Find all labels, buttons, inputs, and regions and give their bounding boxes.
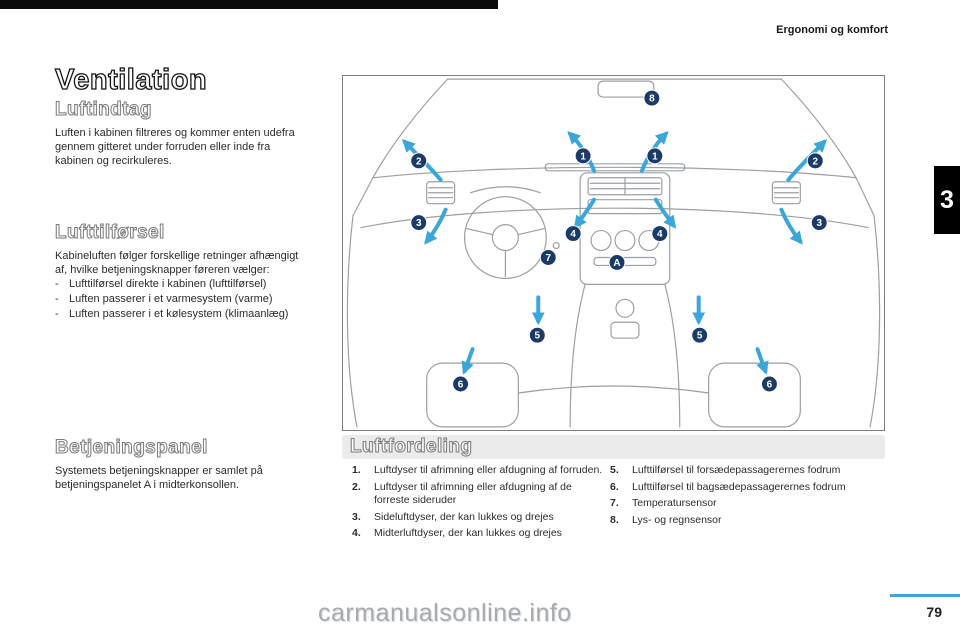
page-title: Ventilation — [54, 63, 208, 96]
list-item-number: 1. — [352, 464, 361, 476]
diagram-marker-label: 7 — [545, 253, 551, 264]
climate-knob — [590, 229, 612, 252]
diagram-marker-label: 6 — [767, 380, 773, 391]
list-item-text: Luftdyser til afrimning eller afdugning … — [374, 480, 572, 507]
section-body-luftindtag: Luften i kabinen filtreres og kommer ent… — [55, 127, 295, 167]
gear-lever — [615, 298, 635, 318]
section-heading-lufttilfoersel: Lufttilførsel — [55, 222, 165, 243]
diagram-marker-8 — [643, 89, 661, 107]
diagram-marker-1 — [646, 147, 664, 165]
list-item: 5. Lufttilførsel til forsædepassagerernes… — [610, 464, 882, 478]
page-header: Ergonomi og komfort — [776, 24, 888, 36]
diagram-marker-label: A — [613, 258, 620, 269]
diagram-marker-label: 5 — [697, 331, 703, 342]
list-item-text: Midterluftdyser, der kan lukkes og dreje… — [374, 527, 562, 539]
lufttilfoersel-bullet-list: -Lufttilførsel direkte i kabinen (luftti… — [55, 277, 307, 321]
diagram-marker-label: 1 — [652, 151, 658, 162]
diagram-marker-label: 6 — [458, 380, 464, 391]
diagram-marker-2 — [806, 152, 824, 170]
list-item-text: Luften passerer i et kølesystem (klimaan… — [69, 308, 289, 320]
diagram-marker-1 — [574, 147, 592, 165]
list-item: -Lufttilførsel direkte i kabinen (luftti… — [55, 277, 307, 291]
list-item-number: 6. — [610, 480, 619, 493]
diagram-marker-4 — [564, 225, 582, 243]
diagram-marker-3 — [410, 214, 428, 232]
diagram-marker-label: 3 — [816, 218, 822, 229]
section-betjeningspanel: Betjeningspanel Systemets betjeningsknap… — [55, 437, 307, 492]
rearview-mirror — [597, 80, 655, 98]
list-item-text: Lufttilførsel direkte i kabinen (lufttil… — [69, 278, 267, 290]
list-item-text: Lufttilførsel til bagsædepassagerernes f… — [632, 480, 846, 493]
page-number: 79 — [926, 604, 942, 620]
diagram-marker-A — [608, 253, 626, 271]
dashboard-diagram: 8 1 1 2 2 3 3 4 4 7 A 5 5 6 6 — [342, 75, 885, 431]
list-item: 1. Luftdyser til afrimning eller afdugnin… — [352, 464, 604, 478]
diagram-marker-3 — [810, 214, 828, 232]
section-heading-luftindtag: Luftindtag — [55, 99, 152, 120]
list-item: 8. Lys- og regnsensor — [610, 514, 882, 528]
seat-left — [426, 362, 519, 428]
diagram-marker-4 — [651, 225, 669, 243]
list-item-text: Luftdyser til afrimning eller afdugning … — [374, 464, 603, 476]
dashboard-sketch: 8 1 1 2 2 3 3 4 4 7 A 5 5 6 6 — [346, 78, 881, 428]
diagram-marker-label: 1 — [580, 151, 586, 162]
seat-right — [708, 362, 801, 428]
list-item-number: 8. — [610, 513, 619, 526]
list-item-number: 2. — [352, 480, 361, 493]
top-rule — [0, 0, 498, 9]
diagram-marker-5 — [691, 326, 709, 344]
climate-knob — [614, 229, 636, 252]
watermark: carmanualsonline.info — [318, 599, 572, 627]
diagram-marker-6 — [760, 375, 778, 393]
footer-accent-line — [890, 594, 960, 597]
section-intro-lufttilfoersel: Kabineluften følger forskellige retninge… — [55, 250, 299, 276]
diagram-marker-label: 3 — [416, 218, 422, 229]
list-item: 2. Luftdyser til afrimning eller afdugnin… — [352, 481, 604, 508]
diagram-marker-label: 5 — [535, 331, 541, 342]
side-vent-right — [771, 181, 801, 205]
diagram-marker-label: 4 — [570, 229, 576, 240]
luftfordeling-list-right: 5. Lufttilførsel til forsædepassagerernes… — [610, 464, 882, 530]
list-item: -Luften passerer i et varmesystem (varme… — [55, 292, 307, 306]
list-item: 4. Midterluftdyser, der kan lukkes og dre… — [352, 527, 604, 541]
luftfordeling-list-left: 1. Luftdyser til afrimning eller afdugnin… — [352, 464, 604, 544]
list-item: 7. Temperatursensor — [610, 497, 882, 511]
list-item-number: - — [55, 293, 59, 305]
section-heading-luftfordeling: Luftfordeling — [349, 436, 473, 458]
defrost-grille — [544, 163, 686, 172]
temperature-sensor — [552, 241, 560, 250]
diagram-marker-label: 2 — [812, 156, 818, 167]
list-item-text: Lufttilførsel til forsædepassagerernes f… — [632, 464, 841, 476]
list-item: 6. Lufttilførsel til bagsædepassagerernes… — [610, 481, 882, 495]
list-item-number: - — [55, 308, 59, 320]
list-item-text: Temperatursensor — [632, 497, 717, 509]
side-vent-left — [426, 181, 456, 205]
list-item-text: Lys- og regnsensor — [632, 513, 722, 526]
section-lufttilfoersel: Lufttilførsel Kabineluften følger forske… — [55, 222, 307, 322]
diagram-marker-2 — [410, 152, 428, 170]
list-item-number: 4. — [352, 527, 361, 539]
list-item-number: 7. — [610, 497, 619, 509]
luftfordeling-heading-band: Luftfordeling — [342, 435, 885, 459]
section-luftindtag: Luftindtag Luften i kabinen filtreres og… — [55, 99, 307, 168]
list-item: 3. Sideluftdyser, der kan lukkes og dreje… — [352, 511, 604, 525]
list-item-number: 5. — [610, 464, 619, 476]
diagram-marker-label: 4 — [657, 229, 663, 240]
diagram-marker-label: 2 — [416, 156, 422, 167]
chapter-tab: 3 — [934, 166, 960, 234]
diagram-marker-label: 8 — [649, 94, 655, 105]
list-item-text: Luften passerer i et varmesystem (varme) — [69, 293, 273, 305]
section-heading-betjeningspanel: Betjeningspanel — [55, 437, 208, 458]
list-item-number: 3. — [352, 510, 361, 523]
diagram-marker-7 — [539, 249, 557, 266]
diagram-markers: 8 1 1 2 2 3 3 4 4 7 A 5 5 6 6 — [410, 89, 828, 393]
section-body-betjeningspanel: Systemets betjeningsknapper er samlet på… — [55, 465, 263, 491]
diagram-marker-5 — [528, 326, 546, 344]
car-interior-outline — [346, 78, 881, 428]
diagram-marker-6 — [452, 375, 470, 393]
steering-wheel — [463, 196, 547, 280]
list-item-text: Sideluftdyser, der kan lukkes og drejes — [374, 510, 554, 523]
list-item: -Luften passerer i et kølesystem (klimaa… — [55, 307, 307, 321]
list-item-number: - — [55, 278, 59, 290]
